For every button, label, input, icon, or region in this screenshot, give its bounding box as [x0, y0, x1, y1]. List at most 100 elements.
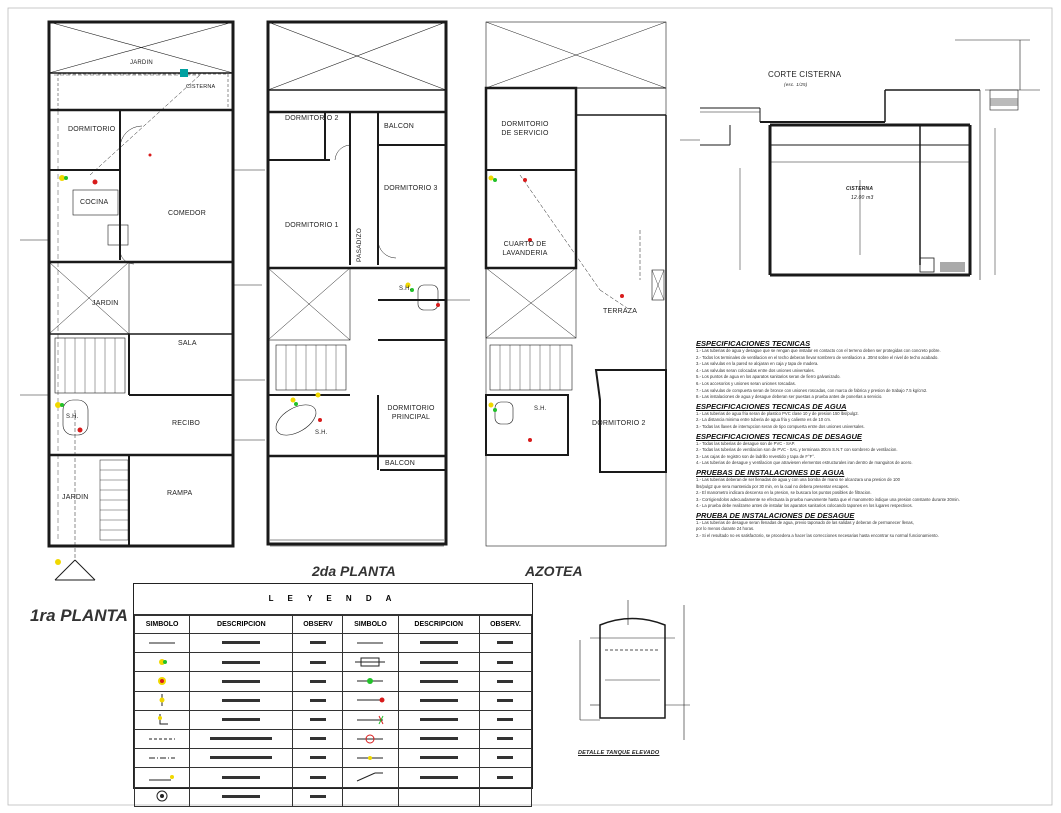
room-label: DORMITORIO DE SERVICIO: [501, 121, 549, 137]
legend-description: [189, 748, 294, 769]
spec-item: 3.- Las cajas de registro son de ladrill…: [696, 453, 816, 459]
cistern-title: CORTE CISTERNA: [768, 70, 842, 79]
legend-row: [133, 767, 533, 788]
roof-title: AZOTEA: [525, 563, 583, 579]
room-label: DORMITORIO 2: [285, 115, 339, 122]
room-label: JARDIN: [130, 60, 153, 66]
legend-row: [133, 786, 533, 807]
legend-header: OBSERV: [292, 615, 344, 634]
elevated-tank-detail: [579, 600, 690, 740]
room-label: TERRAZA: [603, 308, 638, 315]
legend-observ: [478, 690, 533, 711]
cistern-marker: [180, 69, 188, 77]
legend-row: [133, 728, 533, 750]
legend-observ: [292, 690, 344, 711]
room-label: DORMITORIO 2: [592, 420, 646, 427]
legend-description: [397, 671, 480, 692]
tank-detail-title: DETALLE TANQUE ELEVADO: [578, 750, 660, 756]
roof-fixtures: [488, 175, 624, 442]
spec-item: 8.- Las instalaciones de agua y desague …: [696, 394, 883, 400]
legend-description: [189, 728, 294, 750]
room-label: BALCON: [385, 460, 415, 467]
second-floor-hatch: [270, 539, 444, 547]
roof-plan: [484, 21, 667, 547]
legend-symbol: [133, 767, 191, 788]
legend-row: [133, 748, 533, 769]
legend-symbol: [342, 728, 399, 750]
room-label: DORMITORIO 3: [384, 185, 438, 192]
cistern-volume: 12.00 m3: [851, 195, 874, 201]
legend-description: [397, 709, 480, 730]
room-label: COMEDOR: [168, 210, 206, 217]
legend-table: L E Y E N D A SIMBOLO DESCRIPCION OBSERV…: [133, 583, 533, 807]
legend-description: [189, 632, 294, 654]
legend-symbol: [133, 786, 191, 807]
spec-item: 3.- Corrigiendolos adecuadamente se efec…: [696, 496, 960, 502]
second-floor-title: 2da PLANTA: [312, 563, 396, 579]
room-label: BALCON: [384, 123, 414, 130]
cistern-hatch: [940, 98, 1018, 272]
legend-header: SIMBOLO: [342, 615, 399, 634]
legend-symbol: [133, 748, 191, 769]
first-floor-title: 1ra PLANTA: [30, 606, 128, 625]
legend-observ: [478, 652, 533, 673]
room-label: SALA: [178, 340, 197, 347]
spec-heading: PRUEBA DE INSTALACIONES DE DESAGUE: [696, 510, 855, 520]
legend-symbol: [342, 748, 399, 769]
room-label: JARDIN: [62, 494, 89, 501]
legend-header: OBSERV.: [478, 615, 533, 634]
legend-description: [189, 786, 294, 807]
spec-item: 4.- Las tuberias de desague y ventilacio…: [696, 460, 913, 466]
room-label: DORMITORIO: [68, 126, 116, 133]
legend-symbol: [342, 632, 399, 654]
second-floor-plan: [266, 20, 470, 546]
spec-item: 3.- Las valvulas en la pared se alojaran…: [696, 361, 819, 367]
legend-description: [397, 632, 480, 654]
spec-heading: ESPECIFICACIONES TECNICAS DE DESAGUE: [696, 431, 862, 441]
spec-item: 2.- La distancia minima entre tuberia de…: [696, 417, 832, 423]
spec-item: 2.- El manometro indicara descenso en la…: [696, 490, 872, 496]
legend-row: [133, 690, 533, 711]
legend-observ: [292, 709, 344, 730]
spec-item: lbs/pulg2 que sera mantenida por 30 min,…: [696, 483, 849, 489]
first-floor-plan: [20, 20, 265, 581]
legend-description: [397, 690, 480, 711]
spec-item: 1.- Todas las tuberias de desague son de…: [696, 440, 796, 446]
spec-item: 1.- Las tuberias de agua y desague que s…: [696, 348, 941, 353]
legend-description: [397, 728, 480, 750]
legend-observ: [292, 728, 344, 750]
specifications-block: ESPECIFICACIONES TECNICAS 1.- Las tuberi…: [696, 338, 1051, 540]
legend-symbol: [133, 671, 191, 692]
first-floor-fixtures: [55, 153, 152, 565]
legend-symbol: [342, 709, 399, 730]
legend-symbol: [342, 690, 399, 711]
spec-item: 1.- Las tuberias de agua fria seran de p…: [696, 410, 859, 416]
room-label: RECIBO: [172, 420, 201, 427]
legend-symbol: [133, 690, 191, 711]
legend-symbol: [342, 671, 399, 692]
legend-description: [189, 709, 294, 730]
spec-item: 2.- Si el resultado no es satisfactorio,…: [696, 533, 939, 539]
legend-description: [189, 671, 294, 692]
legend-observ: [478, 671, 533, 692]
cistern-label: CISTERNA: [846, 186, 874, 192]
legend-observ: [292, 652, 344, 673]
legend-observ: [478, 728, 533, 750]
legend-symbol: [342, 652, 399, 673]
cistern-scale: (esc. 1/25): [784, 82, 808, 87]
spec-item: por lo menos durante 24 horas.: [696, 526, 755, 532]
room-label: JARDIN: [92, 300, 119, 307]
spec-heading: PRUEBAS DE INSTALACIONES DE AGUA: [696, 467, 845, 477]
legend-header: DESCRIPCION: [189, 615, 294, 634]
legend-symbol: [342, 767, 399, 788]
room-label: COCINA: [80, 199, 109, 206]
legend-observ: [292, 786, 344, 807]
legend-observ: [292, 767, 344, 788]
legend-observ: [292, 748, 344, 769]
spec-item: 7.- Las valvulas de compuerta seran de b…: [696, 387, 928, 393]
legend-observ: [478, 748, 533, 769]
legend-description: [189, 767, 294, 788]
room-label: DORMITORIO PRINCIPAL: [387, 405, 435, 421]
spec-item: 4.- Las valvulas seran colocadas entre d…: [696, 367, 815, 373]
